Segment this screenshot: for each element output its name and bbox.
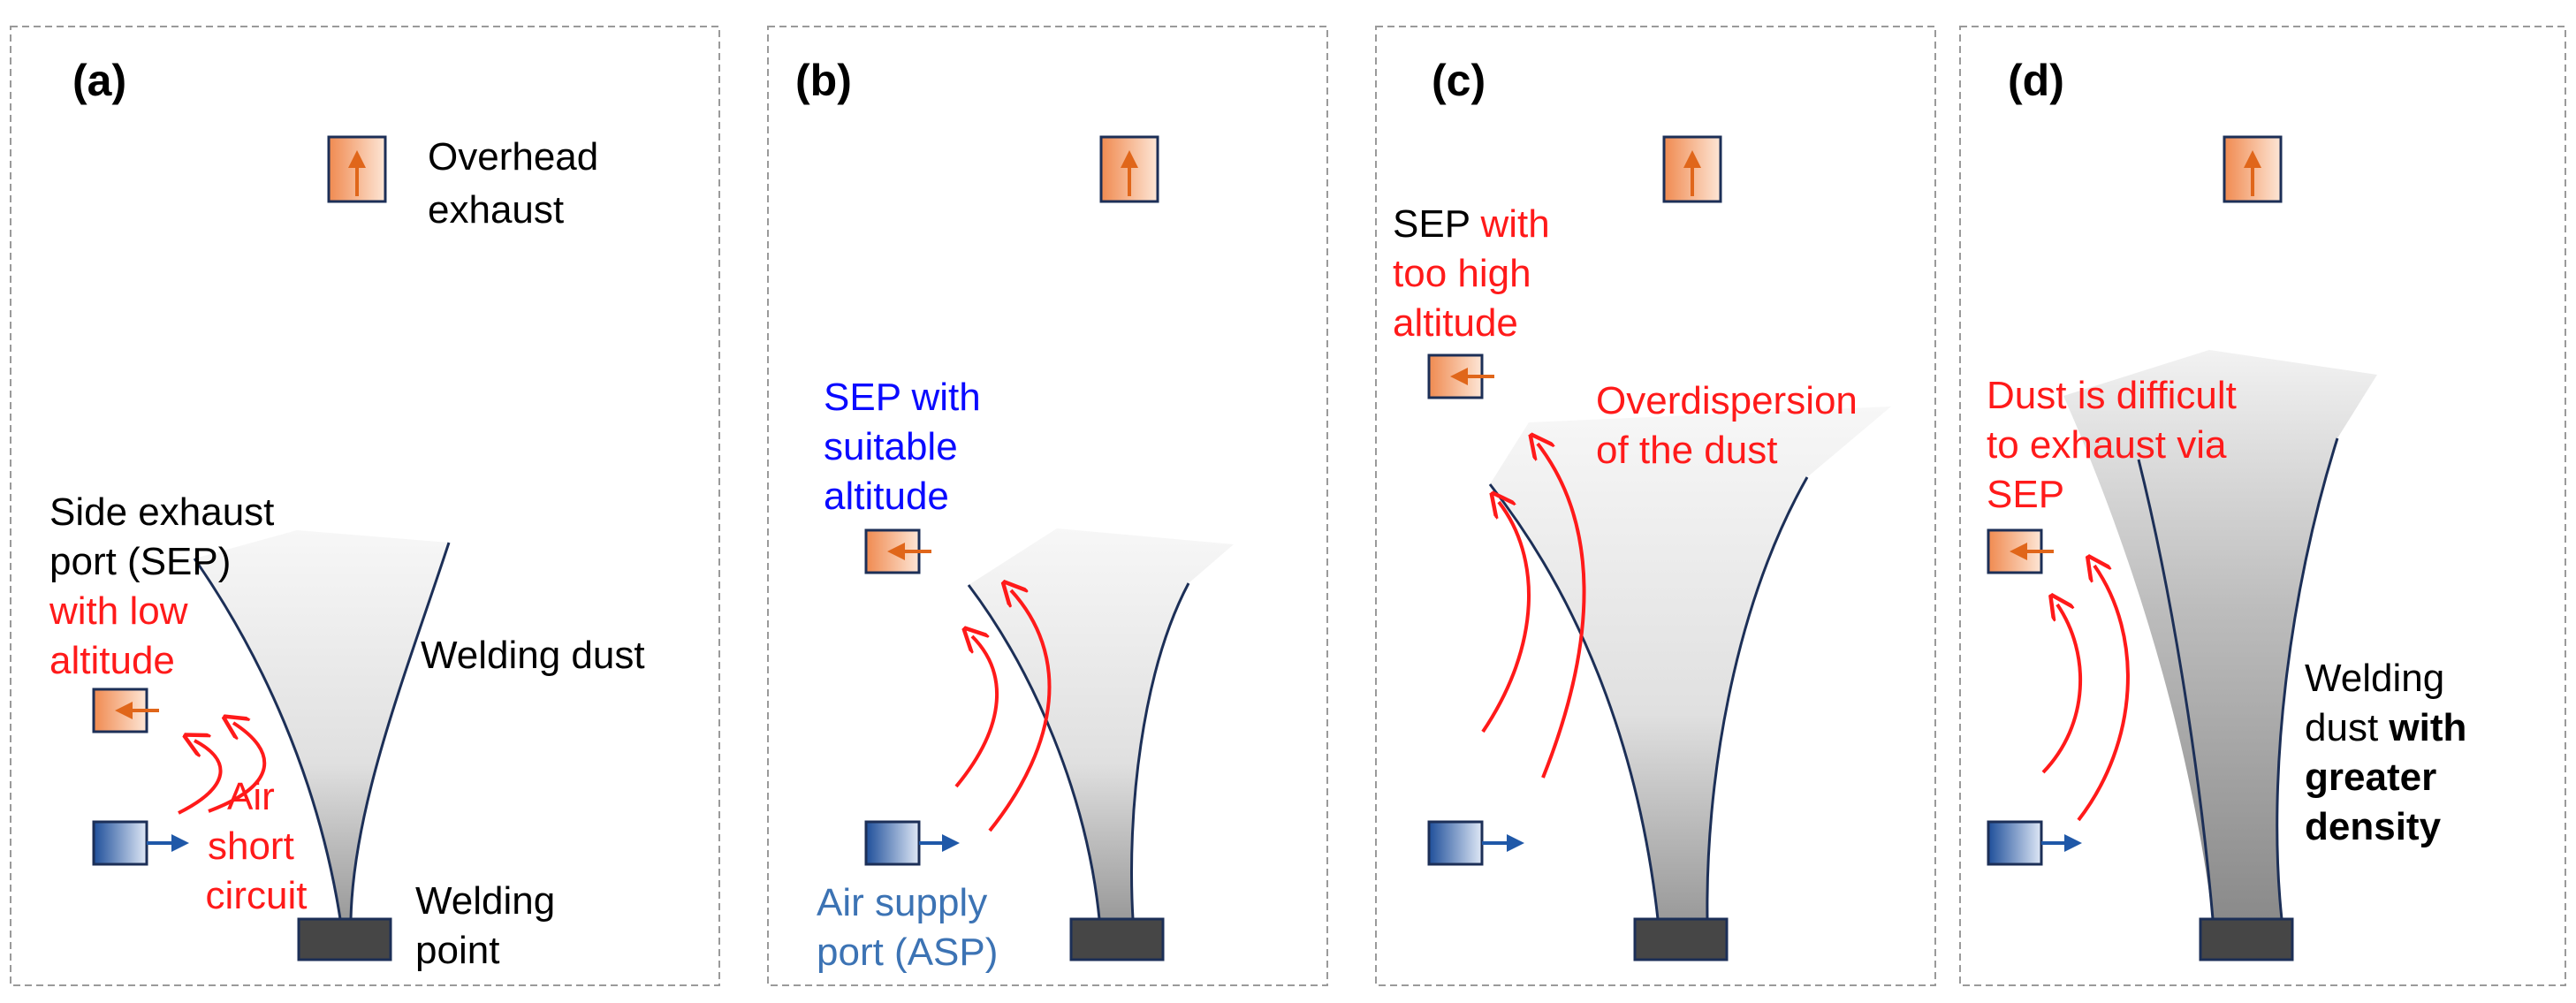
overhead-exhaust	[327, 135, 387, 203]
air-flow-arrow	[2041, 604, 2083, 774]
overdispersion-label: Overdispersion of the dust	[1596, 379, 1868, 472]
plume-edge	[2276, 437, 2339, 920]
arrow-out-box-icon	[864, 820, 921, 866]
air-flow-arrow	[988, 590, 1052, 832]
sep-suitable-label: SEP with suitable altitude	[824, 376, 992, 518]
air-flow-arrow	[2077, 566, 2130, 822]
panel-label: (a)	[72, 56, 126, 105]
panel-b: (b) SEP with suitable altitude Air suppl…	[767, 26, 1328, 986]
air-short-circuit-label: Air short circuit	[206, 775, 308, 917]
plume-edge	[1488, 483, 1660, 920]
overhead-exhaust	[2223, 135, 2283, 203]
panel-frame	[10, 26, 720, 986]
sep-label: Side exhaust port (SEP) with low altitud…	[49, 490, 285, 682]
air-flow-arrow	[178, 741, 223, 815]
overhead-exhaust	[1662, 135, 1722, 203]
plume-edge	[193, 558, 342, 920]
panel-frame	[767, 26, 1328, 986]
air-flow-arrow	[1481, 502, 1531, 733]
panel-d: (d) Dust is difficult to exhaust via SEP…	[1959, 26, 2566, 986]
welding-point-label: Welding point	[415, 879, 566, 972]
welding-dust-label: Welding dust	[421, 634, 645, 677]
asp-label: Air supply port (ASP)	[817, 881, 998, 974]
air-flow-arrow	[1538, 444, 1586, 779]
air-supply-port	[92, 820, 189, 866]
sep-high-label: SEP with too high altitude	[1393, 202, 1561, 345]
welding-dust-plume	[1490, 407, 1891, 919]
side-exhaust-port	[92, 688, 159, 733]
panel-frame	[1375, 26, 1936, 986]
panel-label: (b)	[795, 56, 852, 105]
air-supply-port	[1987, 820, 2082, 866]
air-flow-arrow	[954, 636, 999, 788]
air-flow-arrow	[208, 723, 267, 813]
side-exhaust-port	[1987, 528, 2054, 574]
arrow-out-box-icon	[1987, 820, 2043, 866]
side-exhaust-port	[864, 528, 931, 574]
plume-edge	[1130, 582, 1190, 920]
arrow-out-box-icon	[92, 820, 148, 866]
plume-edge	[349, 542, 451, 920]
welding-point	[297, 917, 392, 961]
welding-dust-plume	[2063, 350, 2377, 919]
panel-a: (a) Overhead exhaust Side exhaust port (…	[10, 26, 720, 986]
welding-dust-plume	[194, 530, 449, 919]
overhead-exhaust	[1099, 135, 1159, 203]
plume-edge	[967, 584, 1101, 920]
plume-edge	[2137, 459, 2215, 920]
welding-point	[2199, 917, 2294, 961]
panel-frame	[1959, 26, 2566, 986]
air-supply-port	[1427, 820, 1524, 866]
side-exhaust-port	[1427, 353, 1494, 399]
dust-difficult-label: Dust is difficult to exhaust via SEP	[1987, 374, 2247, 516]
dense-dust-label: Welding dust with greater density	[2305, 657, 2478, 848]
air-supply-port	[864, 820, 960, 866]
panel-label: (d)	[2008, 56, 2064, 105]
arrow-out-box-icon	[1427, 820, 1484, 866]
overhead-exhaust-label: Overhead exhaust	[428, 135, 609, 232]
welding-point	[1633, 917, 1729, 961]
welding-dust-plume	[969, 528, 1234, 919]
plume-edge	[1706, 476, 1809, 920]
panel-c: (c) SEP with too high altitude Overdispe…	[1375, 26, 1936, 986]
panel-label: (c)	[1432, 56, 1486, 105]
welding-point	[1069, 917, 1165, 961]
